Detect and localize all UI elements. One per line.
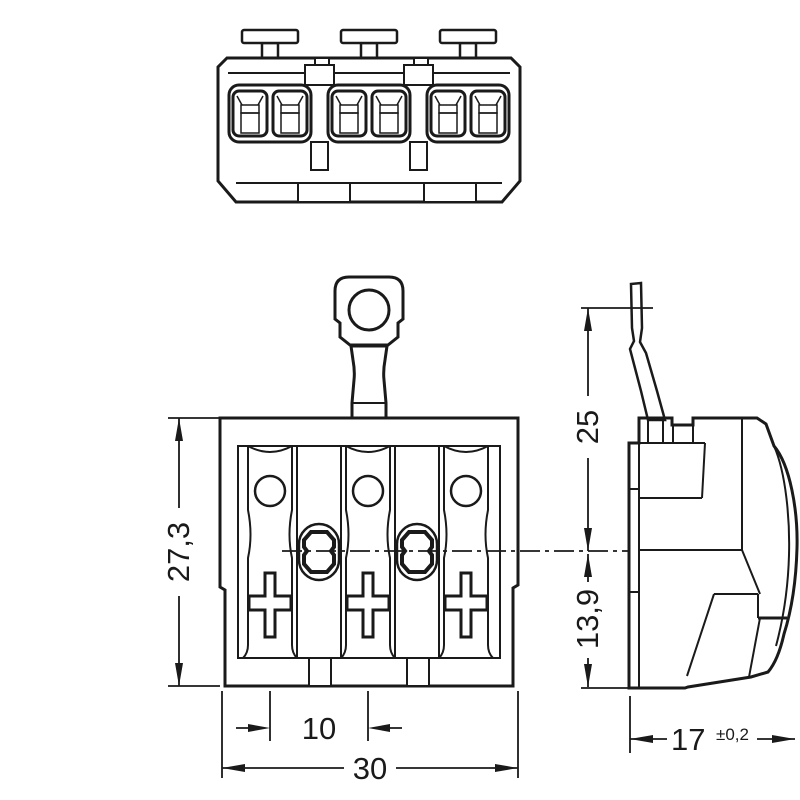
front-housing-outline: [218, 416, 520, 688]
clamp-spring: [438, 112, 458, 134]
clamp-spring: [478, 112, 498, 134]
test-slot: [247, 571, 293, 639]
dimension-side-depth: 17 ±0,2: [629, 696, 795, 757]
latch-tab: [403, 64, 434, 86]
test-port-2: [394, 446, 440, 658]
ground-tab: [333, 275, 405, 420]
dimension-strap-height: 25: [570, 307, 653, 551]
test-slot: [443, 571, 489, 639]
side-view: [627, 281, 799, 690]
ground-tab-hole: [347, 288, 391, 332]
dimension-label-front-height: 27,3: [161, 522, 196, 582]
dimension-pole-spacing: 10: [236, 691, 402, 746]
wire-entry-mark: [449, 474, 483, 508]
wire-port: [370, 89, 408, 138]
dimension-label-side-depth: 17: [671, 722, 705, 757]
clamp-spring: [280, 112, 300, 134]
dimension-front-width: 30: [221, 691, 519, 786]
ground-tab-stem: [349, 344, 389, 420]
wire-port: [330, 89, 368, 138]
latch-tab: [304, 64, 335, 86]
release-lever-edge: [773, 445, 791, 647]
release-plunger-2: [339, 28, 399, 61]
pole-module-2: [326, 83, 412, 144]
test-slot: [345, 571, 391, 639]
top-view: [216, 28, 522, 204]
dimension-label-strap-height: 25: [570, 410, 605, 444]
pole-module-3: [425, 83, 511, 144]
clamp-spring: [240, 112, 260, 134]
wire-port: [469, 89, 507, 138]
wire-port: [271, 89, 309, 138]
side-housing-outline: [627, 416, 799, 690]
side-internal-lines: [629, 418, 791, 688]
ground-strap: [628, 281, 667, 422]
dimension-label-side-depth-tolerance: ±0,2: [716, 725, 749, 744]
pole-module-1: [227, 83, 313, 144]
clamp-spring: [339, 112, 359, 134]
dimension-label-front-width: 30: [353, 751, 387, 786]
dimension-label-pole-spacing: 10: [302, 711, 336, 746]
release-plunger-3: [438, 28, 498, 61]
pole-channel-2: [340, 445, 396, 659]
pole-channel-3: [438, 445, 494, 659]
release-plunger-1: [240, 28, 300, 61]
pole-channel-1: [242, 445, 298, 659]
dimension-label-center-height: 13,9: [570, 589, 605, 649]
wire-port: [231, 89, 269, 138]
ground-tab-head: [333, 275, 405, 347]
dimension-front-height: 27,3: [161, 417, 220, 687]
dimension-center-height: 13,9: [570, 554, 631, 689]
wire-port: [429, 89, 467, 138]
front-view: [218, 275, 520, 688]
front-inner-frame: [237, 445, 501, 659]
wire-entry-mark: [253, 474, 287, 508]
test-port-1: [296, 446, 342, 658]
clamp-spring: [379, 112, 399, 134]
wire-entry-mark: [351, 474, 385, 508]
